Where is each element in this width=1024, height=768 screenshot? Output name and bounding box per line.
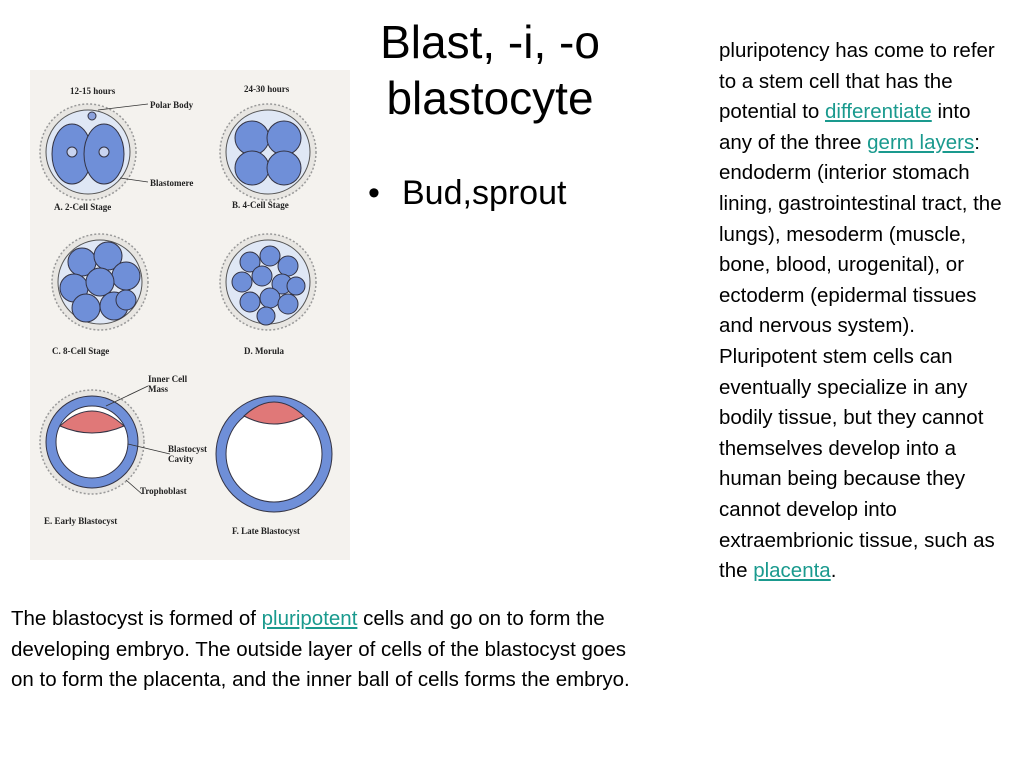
blastocyst-description: The blastocyst is formed of pluripotent … (11, 604, 631, 696)
stage-d-illustration (219, 233, 317, 331)
link-placenta[interactable]: placenta (753, 559, 831, 583)
right-text-part-1: pluripotency has come to refer to a stem… (719, 39, 995, 124)
label-blastomere: Blastomere (150, 178, 193, 188)
label-polar-body: Polar Body (150, 100, 194, 110)
label-blastocyst-cavity-1: Blastocyst (168, 444, 207, 454)
slide-title-line-1: Blast, -i, -o (380, 16, 600, 68)
label-time-a: 12-15 hours (70, 86, 116, 96)
link-germ-layers[interactable]: germ layers (867, 130, 975, 154)
stage-f-illustration (215, 395, 333, 513)
label-stage-b: B. 4-Cell Stage (232, 200, 289, 210)
label-time-b: 24-30 hours (244, 84, 290, 94)
slide-title-line-2: blastocyte (386, 72, 594, 124)
label-stage-f: F. Late Blastocyst (232, 526, 300, 536)
label-stage-a: A. 2-Cell Stage (54, 202, 111, 212)
bottom-text-part-1: The blastocyst is formed of (11, 607, 262, 630)
label-inner-cell-mass-1: Inner Cell (148, 374, 188, 384)
label-trophoblast: Trophoblast (140, 486, 187, 496)
right-text-part-4: . (830, 559, 837, 583)
label-stage-d: D. Morula (244, 346, 284, 356)
stage-c-illustration (51, 233, 149, 331)
label-stage-e: E. Early Blastocyst (44, 516, 117, 526)
stage-e-illustration (39, 389, 145, 495)
stage-b-illustration (219, 103, 317, 201)
label-pointer-lines (97, 103, 171, 495)
embryo-development-figure: 12-15 hours 24-30 hours Polar Body Blast… (30, 70, 350, 560)
pluripotency-description: pluripotency has come to refer to a stem… (719, 36, 1009, 587)
bullet-item: • Bud,sprout (368, 172, 566, 214)
right-text-part-3: : endoderm (interior stomach lining, gas… (719, 130, 1002, 583)
stage-a-illustration (39, 103, 137, 201)
label-stage-c: C. 8-Cell Stage (52, 346, 109, 356)
slide-title: Blast, -i, -o blastocyte (340, 14, 640, 126)
bullet-text: Bud,sprout (402, 174, 567, 212)
label-blastocyst-cavity-2: Cavity (168, 454, 194, 464)
right-text-part-2: into any of the three (719, 100, 971, 154)
link-pluripotent[interactable]: pluripotent (261, 607, 358, 630)
bullet-dot-icon: • (368, 174, 380, 212)
bottom-text-part-2: cells and go on to form the developing e… (11, 607, 630, 692)
embryo-stages-illustration: 12-15 hours 24-30 hours Polar Body Blast… (39, 84, 333, 536)
label-inner-cell-mass-2: Mass (148, 384, 168, 394)
link-differentiate[interactable]: differentiate (825, 100, 932, 124)
